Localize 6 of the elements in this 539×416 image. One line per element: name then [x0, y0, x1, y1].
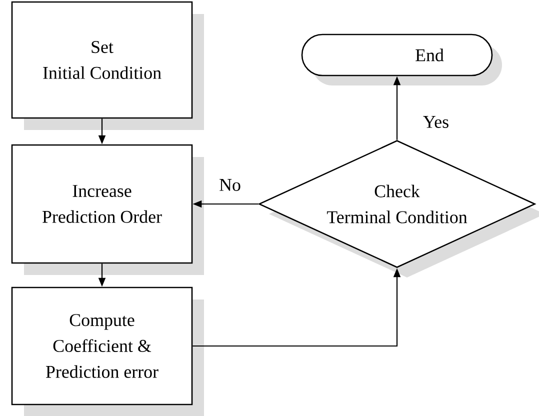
terminal-box: End: [301, 34, 502, 86]
edge-label: Yes: [422, 115, 450, 129]
edge-label: No: [218, 178, 242, 192]
process-box: Increase Prediction Order: [11, 144, 204, 275]
process-box: Set Initial Condition: [11, 1, 204, 130]
process-box: Compute Coefficient & Prediction error: [11, 286, 204, 416]
